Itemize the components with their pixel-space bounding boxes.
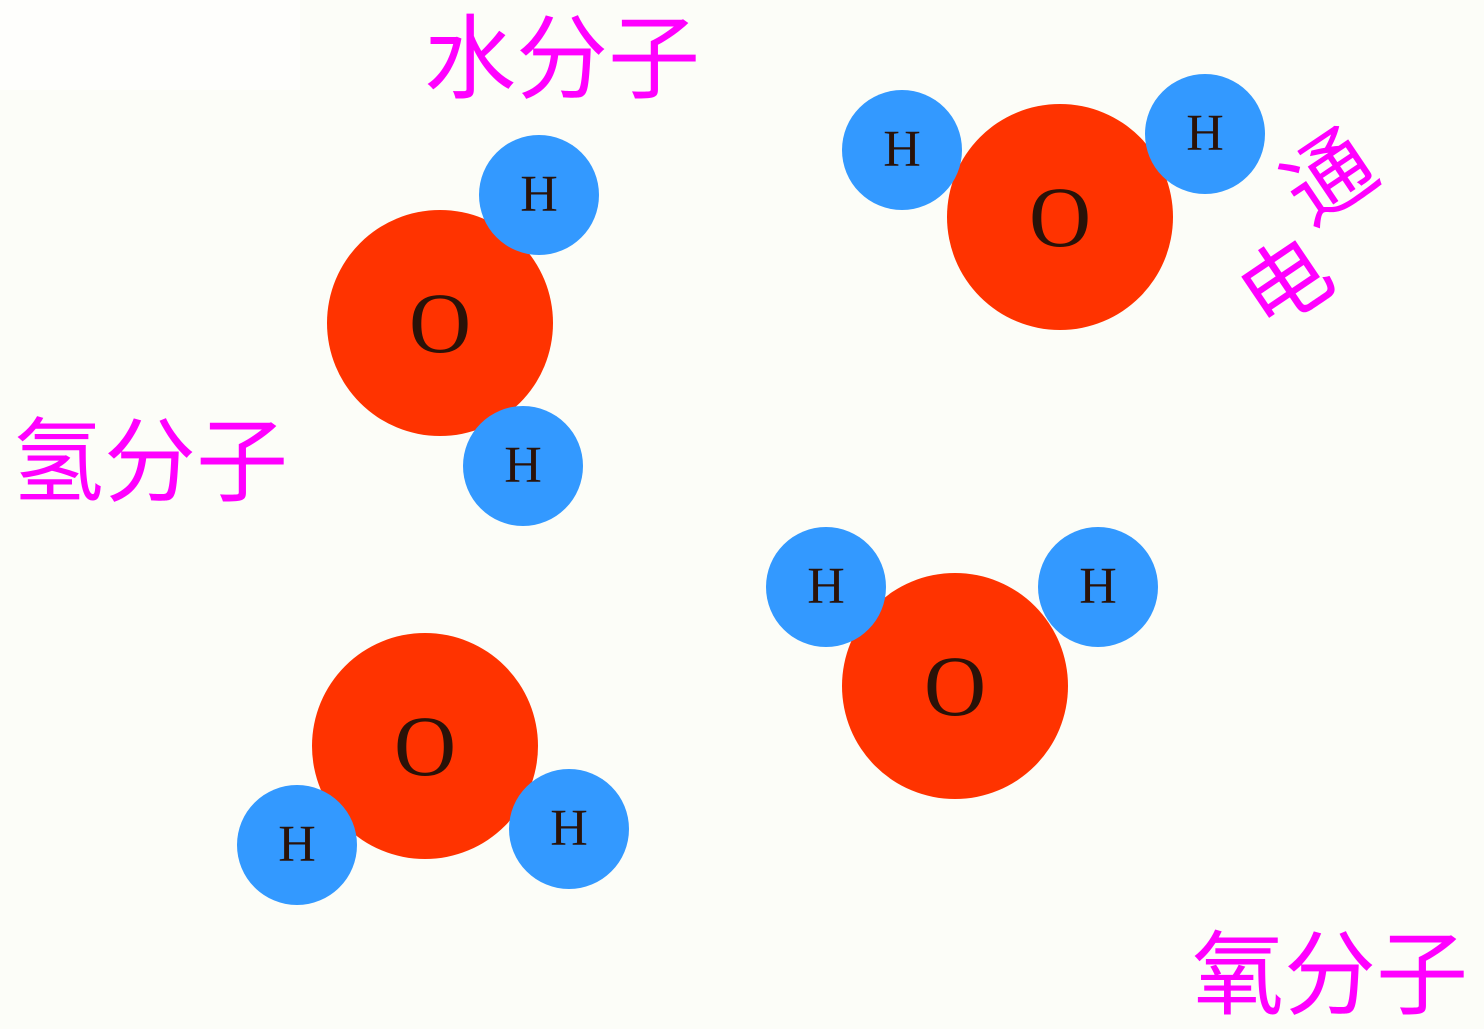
oxygen-molecule-label: 氧分子 — [1192, 922, 1469, 1029]
electrolysis-label: 通 电 — [1220, 110, 1395, 351]
hydrogen-atom: H — [479, 135, 599, 255]
electrolysis-label-char-2: 电 — [1220, 216, 1352, 351]
hydrogen-atom: H — [766, 527, 886, 647]
water-molecule-label: 水分子 — [424, 6, 701, 113]
hydrogen-atom: H — [463, 406, 583, 526]
oxygen-atom: O — [947, 104, 1173, 330]
hydrogen-molecule-label: 氢分子 — [12, 409, 289, 516]
hydrogen-atom: H — [237, 785, 357, 905]
hydrogen-atom: H — [842, 90, 962, 210]
hydrogen-atom: H — [1038, 527, 1158, 647]
slide-corner-highlight — [0, 0, 300, 90]
hydrogen-atom: H — [509, 769, 629, 889]
hydrogen-atom: H — [1145, 74, 1265, 194]
